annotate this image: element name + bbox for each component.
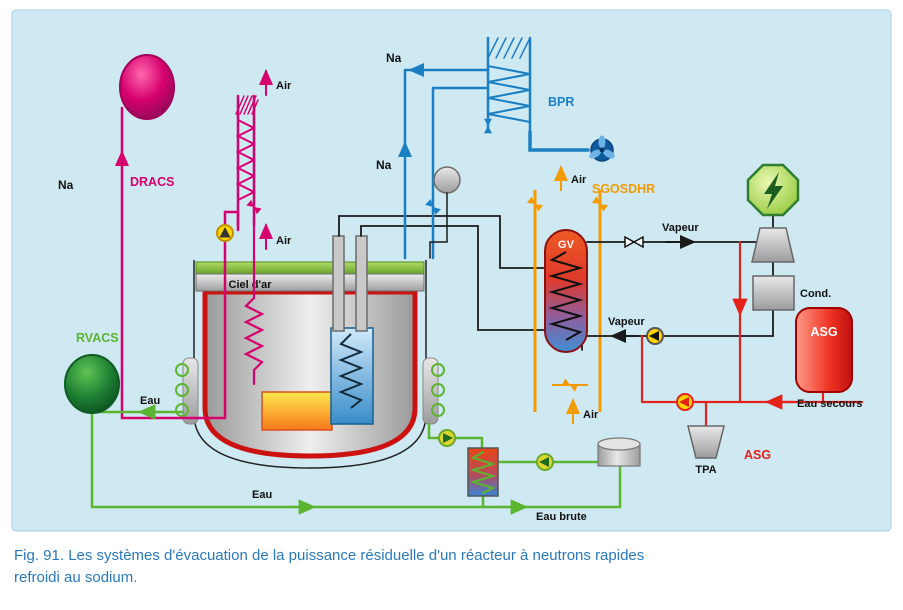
feedwater-pump-icon: [646, 327, 664, 345]
bpr-system: Na Na BPR: [376, 36, 615, 260]
eau-brute-label: Eau brute: [536, 511, 587, 523]
eau-secours-label: Eau secours: [797, 398, 862, 410]
steam-plant: GV Vapeur Cond. Vapeur: [544, 163, 831, 353]
air-label-dracs-top: Air: [276, 80, 292, 92]
dracs-chimney-hatch: [235, 95, 259, 115]
water-hx-coil: [469, 451, 497, 494]
condenser: [752, 275, 795, 311]
dracs-system: Na Air Air DRACS: [58, 54, 292, 420]
lightning-icon: [764, 172, 783, 209]
bpr-chimney-hatch: [487, 37, 531, 59]
reactor-core: [261, 391, 333, 431]
sgosdhr-label: SGOSDHR: [592, 182, 655, 196]
secondary-sodium-hot-leg: [338, 215, 545, 269]
dracs-air-heat-exchanger: [235, 94, 262, 227]
na-label-dracs: Na: [58, 178, 74, 192]
asg-tank-label: ASG: [810, 325, 837, 339]
secondary-sodium-cold-leg: [360, 225, 545, 331]
bpr-fan-icon: [589, 135, 615, 162]
sgosdhr-air-duct: [533, 190, 602, 412]
expansion-tank: [433, 166, 461, 194]
air-label-sg-bottom: Air: [583, 409, 599, 421]
asg-system-label: ASG: [744, 448, 771, 462]
rvacs-coil-loops: [175, 363, 445, 417]
steam-generator-coil: [548, 251, 584, 341]
dracs-label: DRACS: [130, 175, 174, 189]
dracs-tank: [119, 54, 175, 120]
dracs-pump-icon: [216, 224, 234, 242]
rvacs-label: RVACS: [76, 331, 119, 345]
dracs-immersed-coil: [243, 223, 265, 386]
electricity-icon: [746, 163, 800, 217]
vapeur-main-label: Vapeur: [662, 222, 699, 234]
bpr-fan-duct: [528, 130, 590, 152]
asg-tank: [795, 307, 853, 393]
reactor-pit-outline: [193, 260, 427, 469]
water-pump-2-icon: [536, 453, 554, 471]
condenser-label: Cond.: [800, 288, 831, 300]
intermediate-heat-exchanger: [330, 327, 374, 425]
air-label-dracs-bottom: Air: [276, 235, 292, 247]
tpa-label: TPA: [695, 464, 716, 476]
figure-caption: Fig. 91. Les systèmes d'évacuation de la…: [14, 547, 645, 586]
bpr-hx-coil: [487, 65, 531, 123]
na-label-bpr-mid: Na: [376, 158, 392, 172]
bpr-label: BPR: [548, 95, 574, 109]
reactor-block: Ciel d'ar: [175, 235, 445, 469]
reactor-vessel: [202, 289, 418, 459]
water-circuit: Eau Eau Eau brute RVACS: [64, 331, 641, 523]
ihx-penetration-left: [332, 235, 345, 332]
air-label-sg-top: Air: [571, 174, 587, 186]
rvacs-tank: [64, 354, 120, 414]
water-pump-1-icon: [438, 429, 456, 447]
sgosdhr-system: Air Air SGOSDHR: [526, 165, 655, 424]
gv-label: GV: [558, 239, 575, 251]
vapeur-return-label: Vapeur: [608, 316, 645, 328]
reactor-lid-top: [195, 261, 425, 275]
turbine-icon: [751, 227, 795, 263]
ihx-penetration-right: [355, 235, 368, 332]
eau-bottom-label: Eau: [252, 489, 272, 501]
water-tank-cylinder: [597, 437, 641, 467]
vessel-bracket-right: [422, 357, 439, 425]
bpr-air-heat-exchanger: [484, 36, 532, 134]
dracs-hx-coil: [235, 119, 257, 201]
na-label-bpr-top: Na: [386, 51, 402, 65]
ihx-coil: [338, 333, 364, 409]
eau-rvacs-label: Eau: [140, 395, 160, 407]
asg-pipes: [640, 240, 864, 428]
cover-gas-label: Ciel d'ar: [229, 279, 273, 291]
asg-system: ASG Eau secours TPA ASG: [640, 240, 864, 476]
expansion-tank-stem: [429, 192, 448, 259]
asg-pump-icon: [676, 393, 694, 411]
tpa-turbopump-icon: [687, 425, 725, 459]
secondary-sodium-loop: [338, 215, 545, 331]
